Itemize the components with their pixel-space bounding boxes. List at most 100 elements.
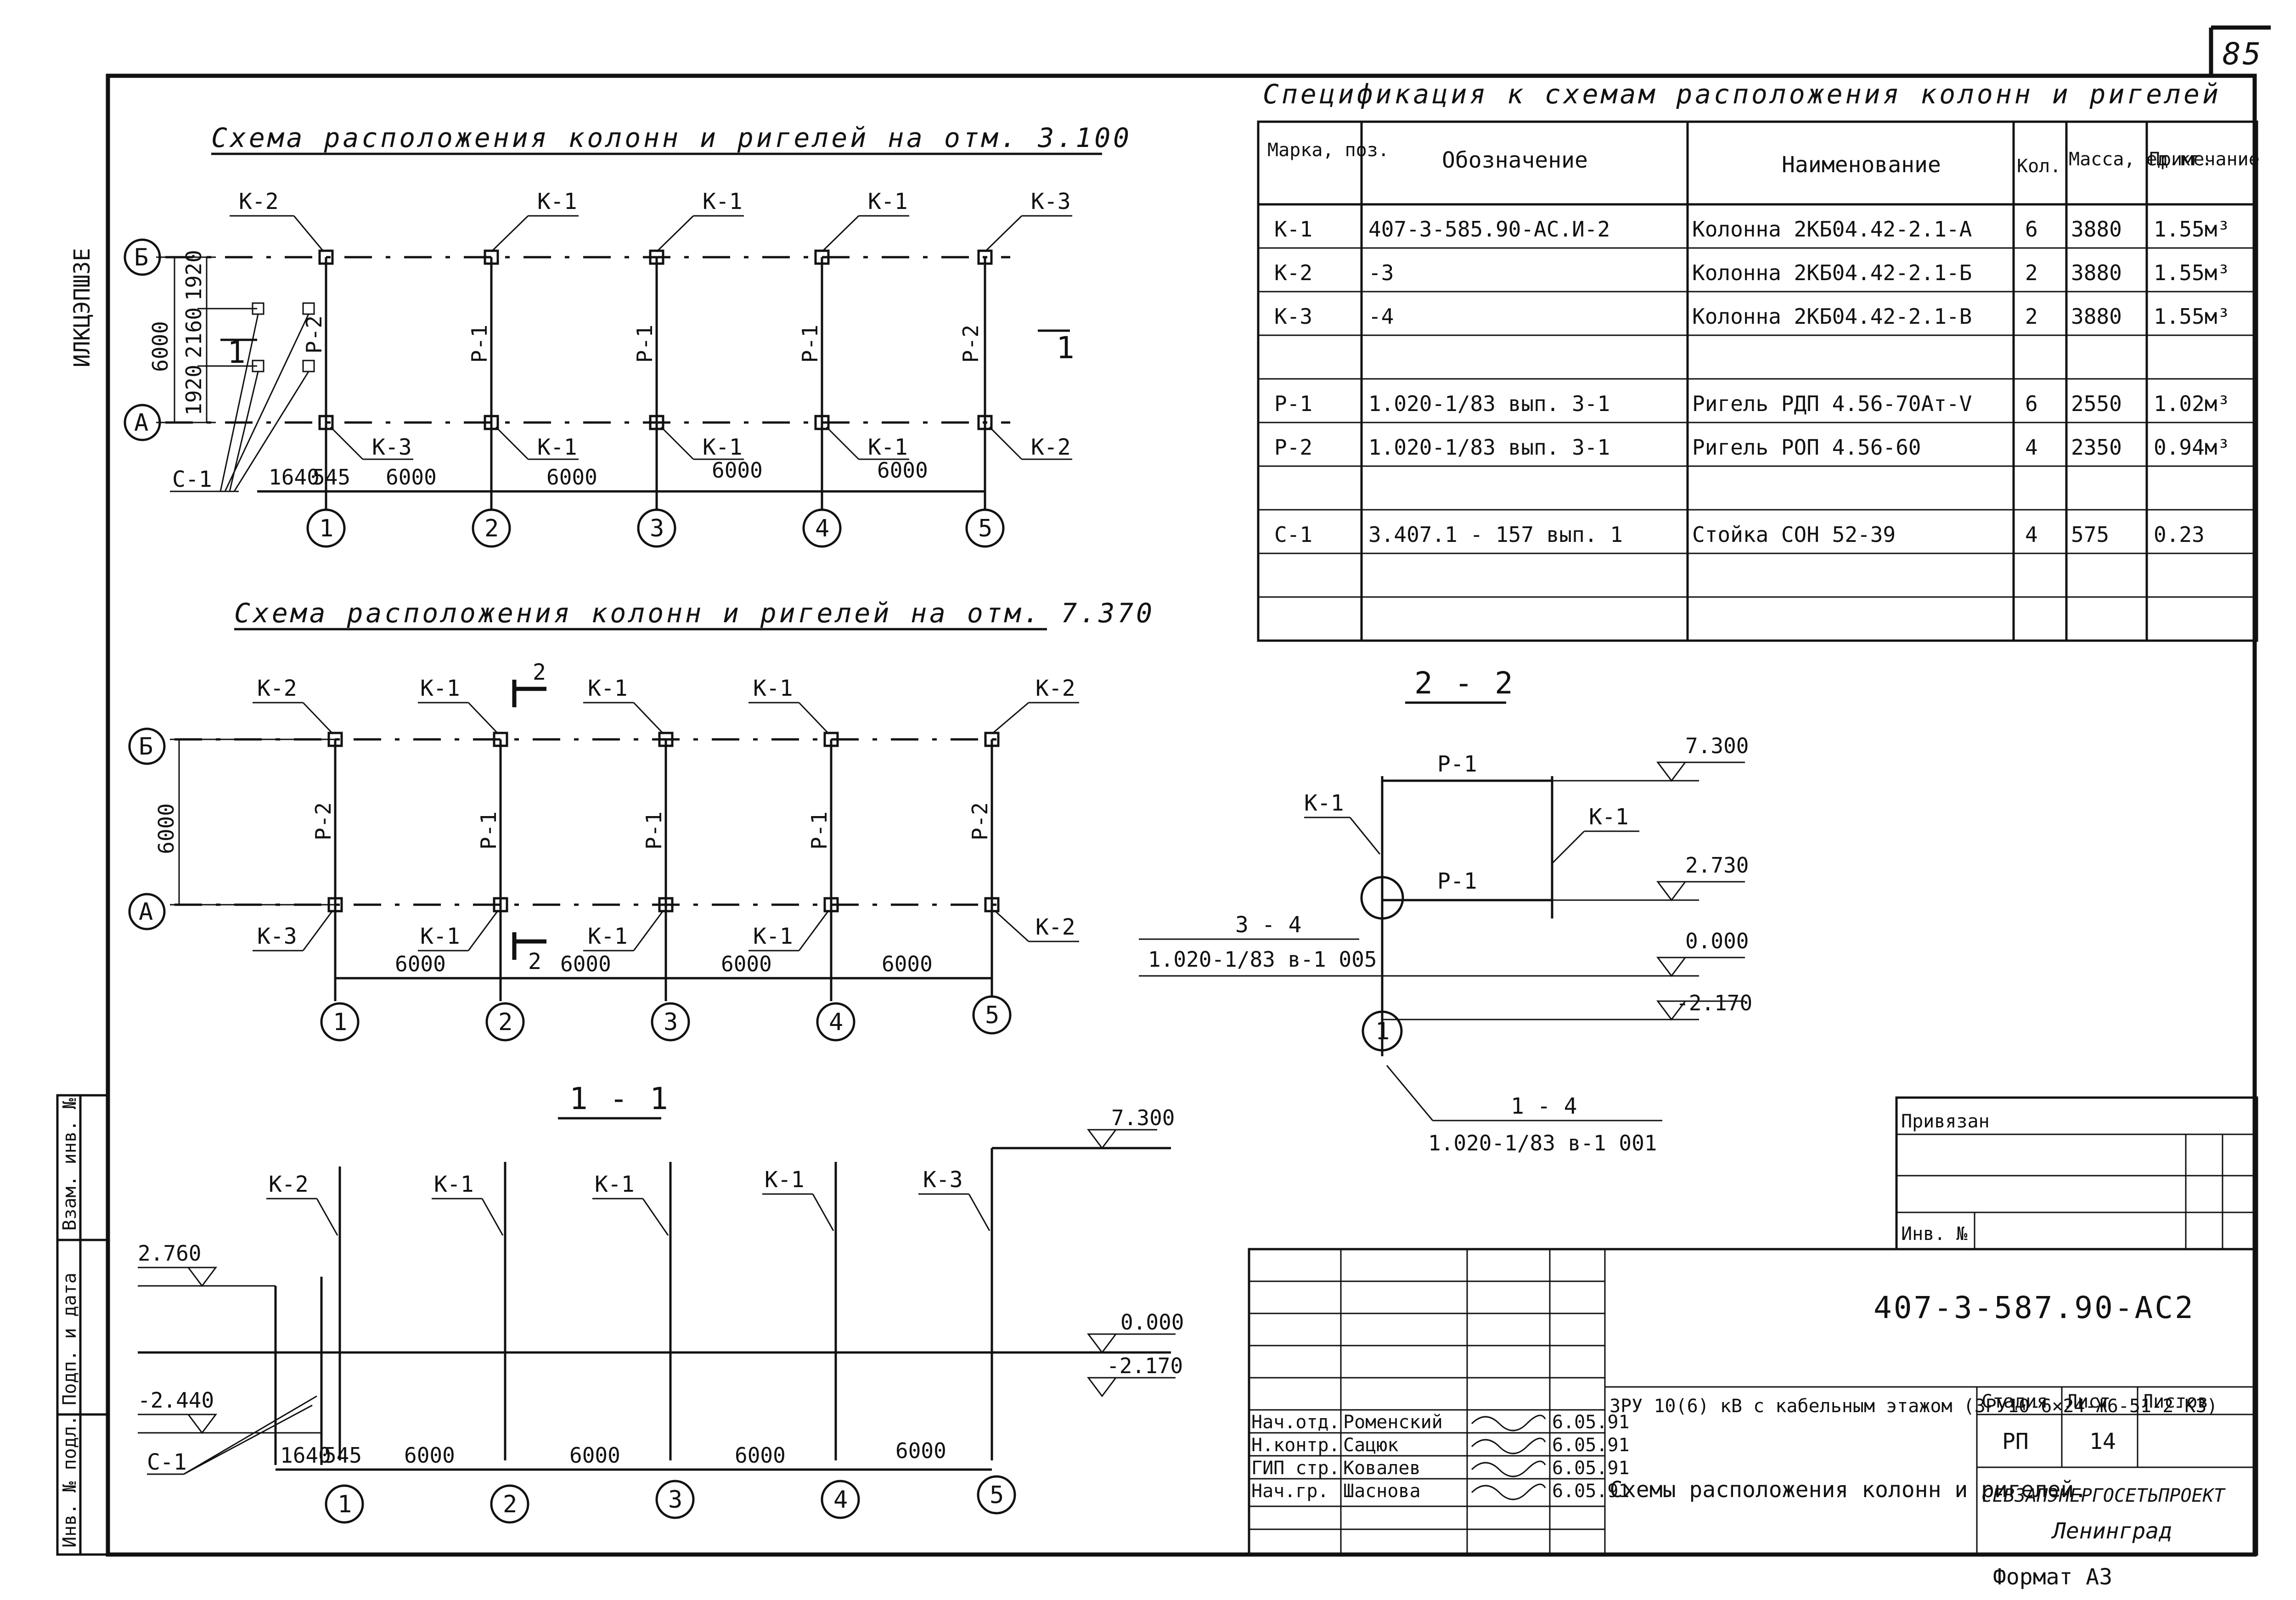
plan2-axis-5: 5 bbox=[985, 1002, 999, 1029]
spec-cell-r2-c2: Колонна 2КБ04.42-2.1-В bbox=[1692, 304, 1972, 329]
stamp-stage-hdr: Стадия bbox=[1981, 1391, 2048, 1412]
plan1-dim-545: 545 bbox=[312, 465, 350, 490]
strip-inv-podl: Инв. № подл. bbox=[59, 1415, 80, 1548]
plan1-bottom-mark-3: К-1 bbox=[703, 434, 743, 460]
stamp-code: 407-3-587.90-АС2 bbox=[1874, 1290, 2195, 1325]
spec-cell-r4-c4: 2550 bbox=[2071, 391, 2122, 416]
sec11-axis-3: 3 bbox=[668, 1486, 682, 1514]
spec-cell-r5-c0: Р-2 bbox=[1274, 435, 1312, 460]
sec11-axis-5: 5 bbox=[990, 1482, 1004, 1509]
stamp-org: СЕВЗАПЭНЕРГОСЕТЬПРОЕКТ bbox=[1981, 1485, 2226, 1506]
plan1-axis-row-a: А bbox=[134, 409, 148, 437]
plan2-dim-1: 6000 bbox=[395, 952, 446, 976]
spec-cell-r7-c3: 4 bbox=[2025, 522, 2038, 547]
spec-cell-r2-c5: 1.55м³ bbox=[2154, 304, 2230, 329]
strip-vzam: Взам. инв. № bbox=[59, 1098, 80, 1231]
sec11-dim-6000-3: 6000 bbox=[735, 1443, 786, 1468]
signature-3 bbox=[1471, 1483, 1546, 1500]
spec-cell-r4-c3: 6 bbox=[2025, 391, 2038, 416]
sec22-level-1: 7.300 bbox=[1685, 733, 1749, 758]
plan2-axis-row-b: Б bbox=[139, 733, 153, 761]
spec-hdr-mark: Марка, поз. bbox=[1267, 140, 1389, 161]
plan2-beam-2: Р-1 bbox=[476, 811, 501, 850]
spec-cell-r2-c1: -4 bbox=[1368, 304, 1394, 329]
sec22-ref1-doc: 1.020-1/83 в-1 005 bbox=[1148, 947, 1377, 972]
spec-title: Спецификация к схемам расположения колон… bbox=[1263, 79, 2221, 110]
plan1-dim-6000-3: 6000 bbox=[712, 458, 763, 483]
sec11-title: 1 - 1 bbox=[569, 1081, 670, 1116]
stamp-name-0: Роменский bbox=[1343, 1412, 1443, 1433]
sec11-mark-2: К-1 bbox=[434, 1172, 474, 1197]
sec11-dim-6000-1: 6000 bbox=[404, 1443, 455, 1468]
sec11-dim-6000-2: 6000 bbox=[569, 1443, 620, 1468]
sec11-axis-4: 4 bbox=[833, 1486, 848, 1514]
spec-cell-r5-c2: Ригель РОП 4.56-60 bbox=[1692, 435, 1921, 460]
section-1-1: 1 - 1 К-2 К-1 К-1 К-1 К-3 С-1 bbox=[138, 1081, 1184, 1524]
spec-cell-r7-c5: 0.23 bbox=[2154, 522, 2205, 547]
plan1-axis-row-b: Б bbox=[134, 244, 148, 271]
sec11-dim-545: 545 bbox=[324, 1443, 362, 1468]
plan2-top-mark-3: К-1 bbox=[588, 676, 628, 701]
plan1-dim-6000-4: 6000 bbox=[877, 458, 928, 483]
sec11-level-3: 0.000 bbox=[1120, 1310, 1184, 1335]
plan2-bottom-mark-1: К-3 bbox=[257, 924, 297, 949]
spec-cell-r7-c0: С-1 bbox=[1274, 522, 1312, 547]
plan2-beam-1: Р-2 bbox=[311, 802, 336, 840]
stamp-role-3: Нач.гр. bbox=[1251, 1481, 1329, 1502]
spec-cell-r1-c1: -3 bbox=[1368, 260, 1394, 285]
plan1-cut-right: 1 bbox=[1056, 330, 1076, 366]
plan1-top-mark-2: К-1 bbox=[537, 189, 577, 214]
stamp-role-2: ГИП стр. bbox=[1251, 1458, 1340, 1479]
spec-cell-r0-c2: Колонна 2КБ04.42-2.1-А bbox=[1692, 217, 1972, 242]
sec22-ref2-mark: 1 - 4 bbox=[1511, 1093, 1577, 1119]
plan1-c1: С-1 bbox=[172, 467, 212, 492]
plan1-beam-5: Р-2 bbox=[958, 325, 983, 363]
sec11-dim-1640: 1640 bbox=[280, 1443, 331, 1468]
plan2-axis-1: 1 bbox=[333, 1008, 347, 1036]
plan2-top-mark-4: К-1 bbox=[753, 676, 793, 701]
plan1-dim-v-2160: 2160 bbox=[181, 307, 206, 358]
spec-cell-r4-c1: 1.020-1/83 вып. 3-1 bbox=[1368, 391, 1610, 416]
spec-hdr-mass: Масса, ед.кг. bbox=[2069, 149, 2212, 170]
plan1-bottom-mark-5: К-2 bbox=[1031, 434, 1071, 460]
plan2-top-mark-2: К-1 bbox=[420, 676, 460, 701]
stamp-sheets-hdr: Листов bbox=[2142, 1391, 2209, 1412]
stamp-name-2: Ковалев bbox=[1343, 1458, 1421, 1479]
sec22-beam-mid: Р-1 bbox=[1437, 868, 1477, 894]
stamp-date-3: 6.05.91 bbox=[1552, 1481, 1630, 1502]
sec11-c1: С-1 bbox=[147, 1449, 187, 1475]
stamp-project: ЗРУ 10(6) кВ с кабельным этажом (ЗРУ10-6… bbox=[1609, 1396, 2218, 1417]
spec-cell-r0-c0: К-1 bbox=[1274, 217, 1312, 242]
sec22-ref1-mark: 3 - 4 bbox=[1235, 912, 1302, 938]
plan2-axis-4: 4 bbox=[829, 1008, 843, 1036]
spec-cell-r7-c4: 575 bbox=[2071, 522, 2109, 547]
spec-hdr-note: Примечание bbox=[2149, 149, 2260, 170]
plan2-title: Схема расположения колонн и ригелей на о… bbox=[234, 597, 1155, 629]
sheet-number-box bbox=[2209, 25, 2271, 76]
stamp-role-1: Н.контр. bbox=[1251, 1435, 1340, 1456]
spec-cell-r7-c1: 3.407.1 - 157 вып. 1 bbox=[1368, 522, 1623, 547]
spec-cell-r4-c5: 1.02м³ bbox=[2154, 391, 2230, 416]
sec11-mark-5: К-3 bbox=[923, 1167, 963, 1193]
plan1-axis-1: 1 bbox=[319, 515, 333, 542]
spec-cell-r5-c4: 2350 bbox=[2071, 435, 2122, 460]
section-2-2: 2 - 2 Р-1 Р-1 К-1 К-1 7.300 2.730 0.000 bbox=[1139, 665, 1752, 1155]
plan-2: Схема расположения колонн и ригелей на о… bbox=[128, 597, 1155, 1042]
stamp-stage: РП bbox=[2002, 1429, 2029, 1454]
binding-label: Привязан bbox=[1901, 1111, 1990, 1132]
sec22-col-left: К-1 bbox=[1304, 790, 1344, 816]
spec-cell-r0-c5: 1.55м³ bbox=[2154, 217, 2230, 242]
strip-podp-data: Подп. и дата bbox=[59, 1273, 80, 1405]
spec-table: Спецификация к схемам расположения колон… bbox=[1257, 79, 2260, 642]
plan1-beam-2: Р-1 bbox=[467, 325, 492, 363]
sec11-dim-6000-4: 6000 bbox=[895, 1438, 946, 1463]
sec11-mark-1: К-2 bbox=[269, 1172, 309, 1197]
stamp-date-0: 6.05.91 bbox=[1552, 1412, 1630, 1433]
sec22-level-3: 0.000 bbox=[1685, 929, 1749, 953]
spec-cell-r5-c3: 4 bbox=[2025, 435, 2038, 460]
sec11-level-5: -2.170 bbox=[1107, 1353, 1183, 1378]
plan2-bottom-mark-5: К-2 bbox=[1035, 914, 1075, 940]
spec-hdr-qty: Кол. bbox=[2017, 156, 2061, 177]
plan2-beam-5: Р-2 bbox=[968, 802, 992, 840]
sec11-mark-4: К-1 bbox=[765, 1167, 805, 1193]
